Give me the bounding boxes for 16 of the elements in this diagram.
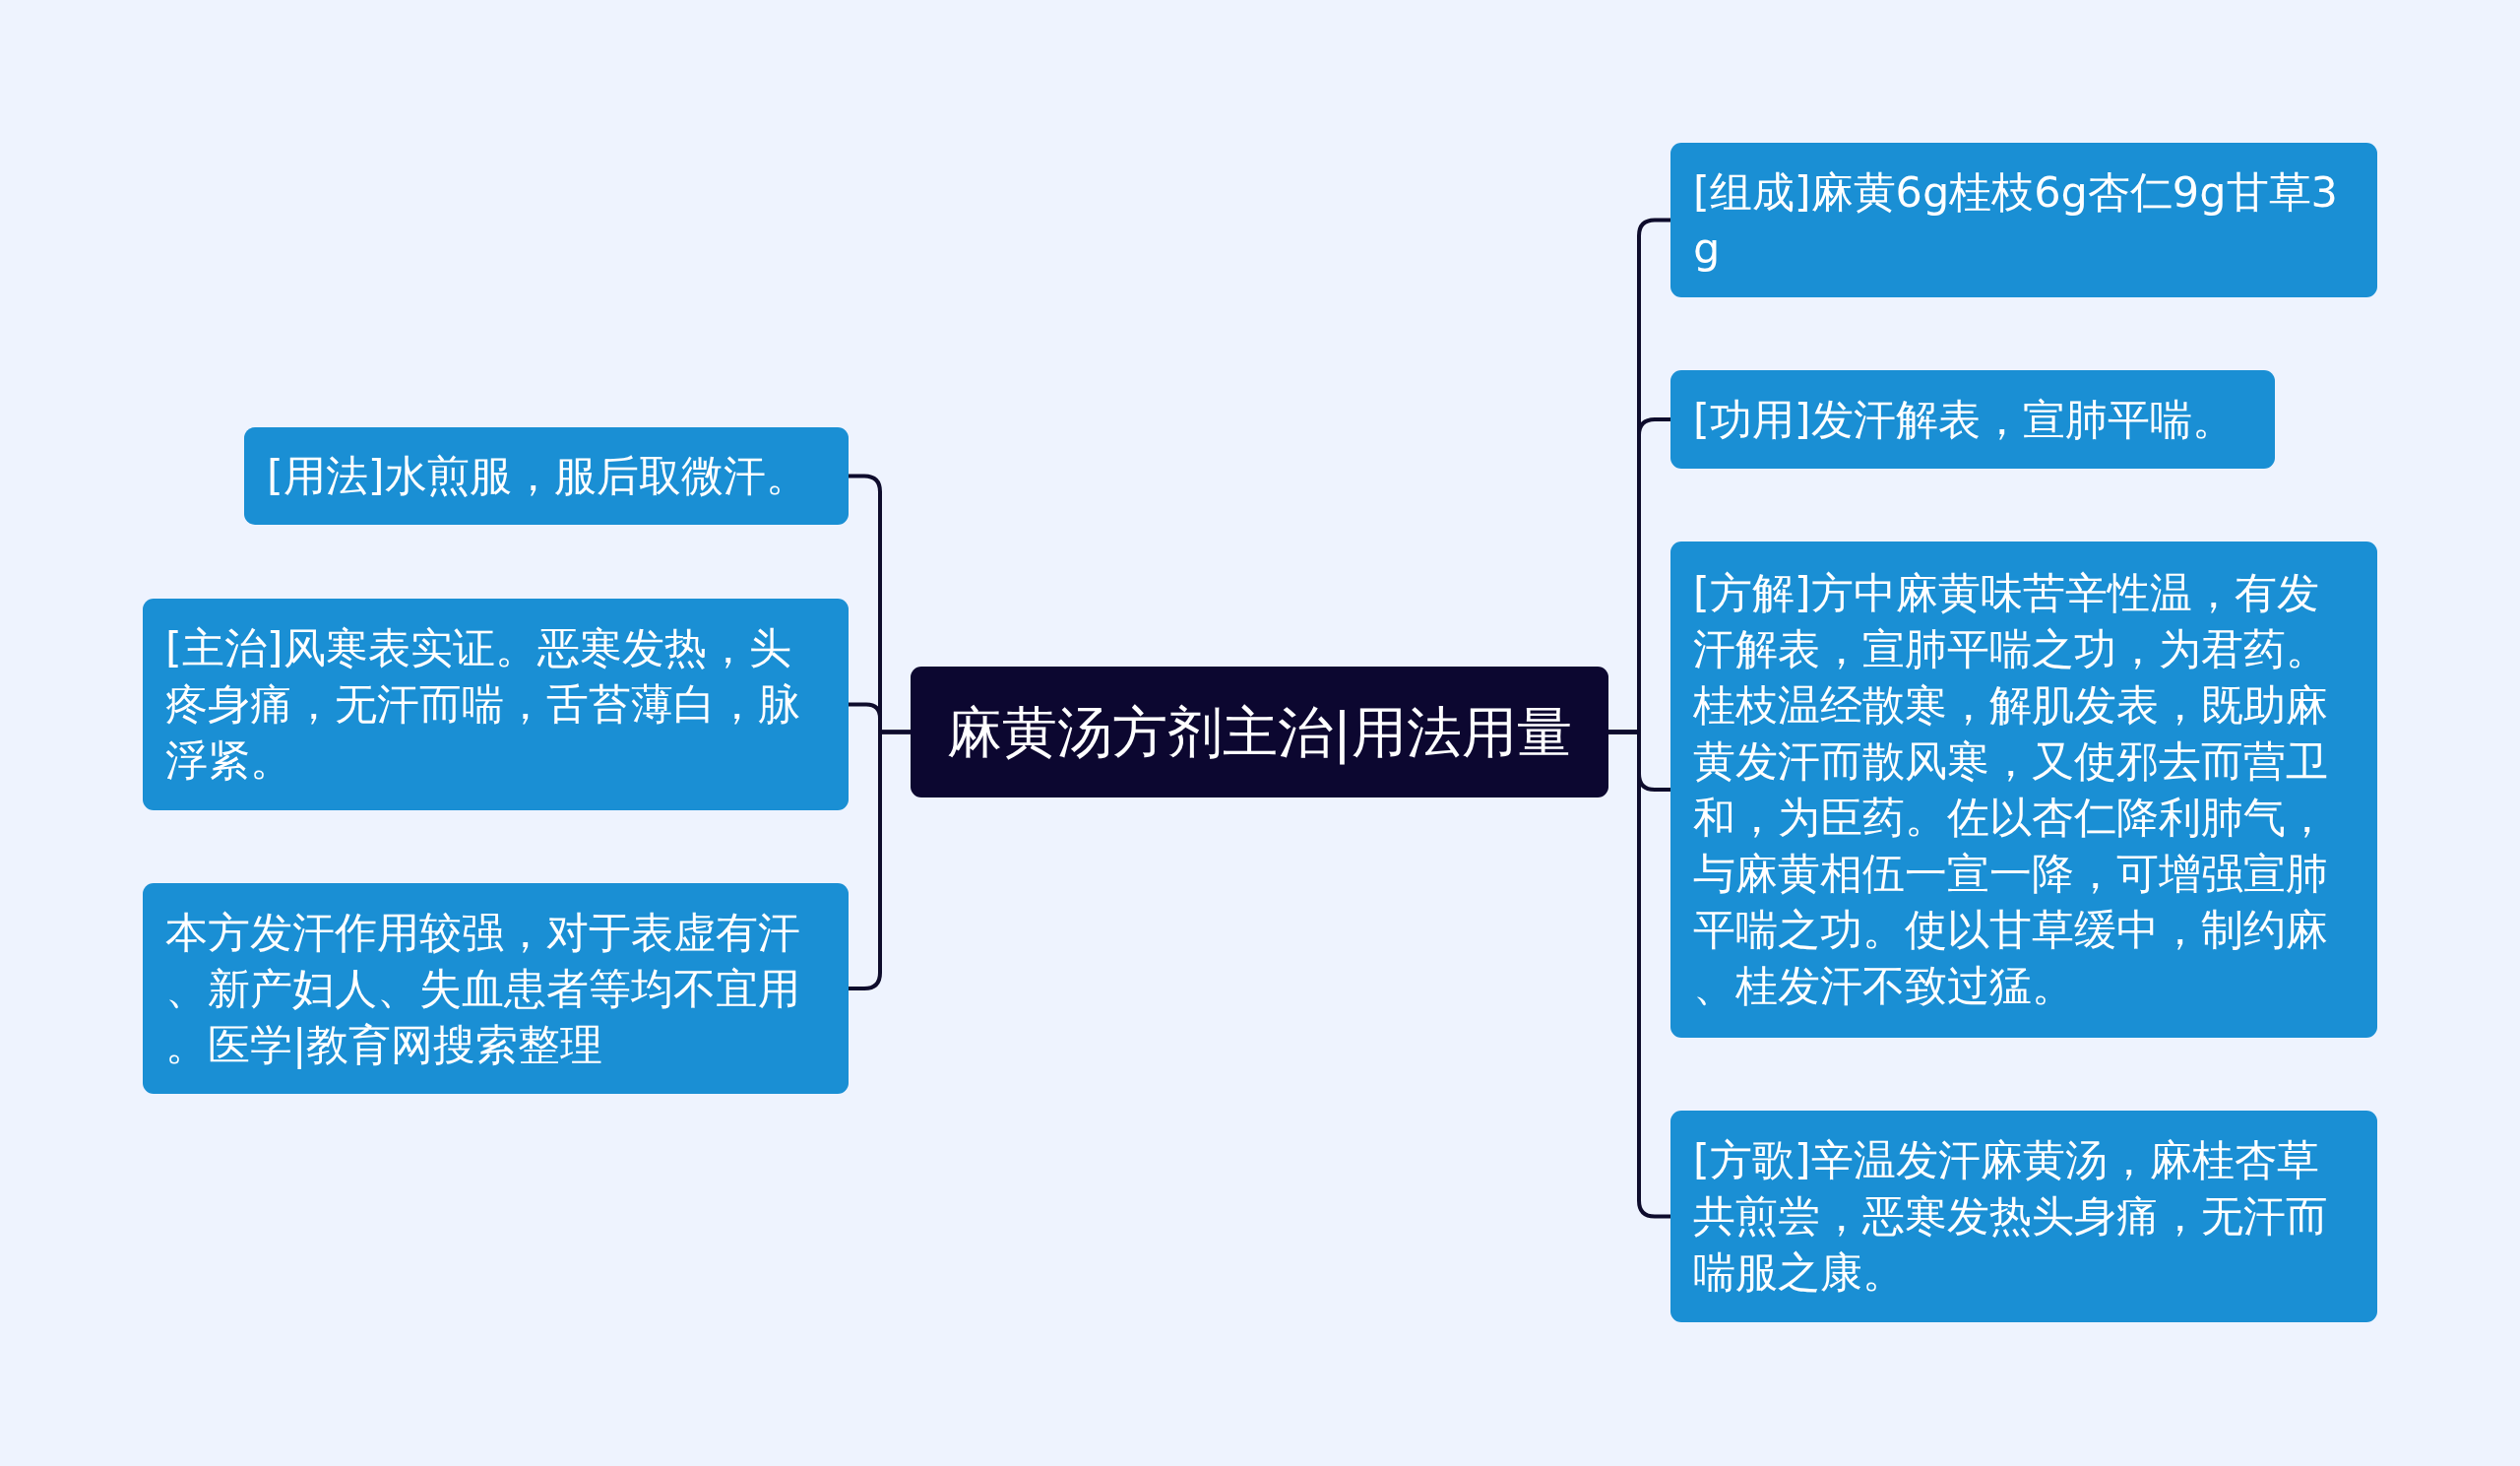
topic-box [1670, 1111, 2377, 1322]
topic-box [143, 883, 849, 1094]
central-topic-box [911, 667, 1608, 797]
topic-text: [主治]风寒表实证。恶寒发热，头疼身痛，无汗而喘，舌苔薄白，脉浮紧。 [165, 622, 801, 787]
topic-box [244, 427, 849, 525]
topic-text: [组成]麻黄6g桂枝6g杏仁9g甘草3g [1693, 165, 2339, 275]
topic-text: [功用]发汗解表，宣肺平喘。 [1693, 393, 2235, 446]
central-topic-text: 麻黄汤方剂主治|用法用量 [947, 698, 1572, 767]
topic-box [1670, 143, 2377, 297]
topic-box [1670, 542, 2377, 1038]
topic-box [1670, 370, 2275, 469]
topic-text: [方解]方中麻黄味苦辛性温，有发汗解表，宣肺平喘之功，为君药。桂枝温经散寒，解肌发表，既助麻黄发汗而散风寒，又使邪去而营卫和，为臣药。佐以杏仁降利肺气，与麻黄相伍一宣一降，可增强宣肺平喘之功。使以甘草缓中，制约麻、桂发汗不致过猛。 [1693, 567, 2329, 1012]
topic-box [143, 599, 849, 810]
topic-text: [方歌]辛温发汗麻黄汤，麻桂杏草共煎尝，恶寒发热头身痛，无汗而喘服之康。 [1693, 1134, 2329, 1299]
topic-text: [用法]水煎服，服后取微汗。 [267, 450, 808, 502]
topic-text: 本方发汗作用较强，对于表虚有汗、新产妇人、失血患者等均不宜用。医学|教育网搜索整理 [165, 906, 801, 1071]
